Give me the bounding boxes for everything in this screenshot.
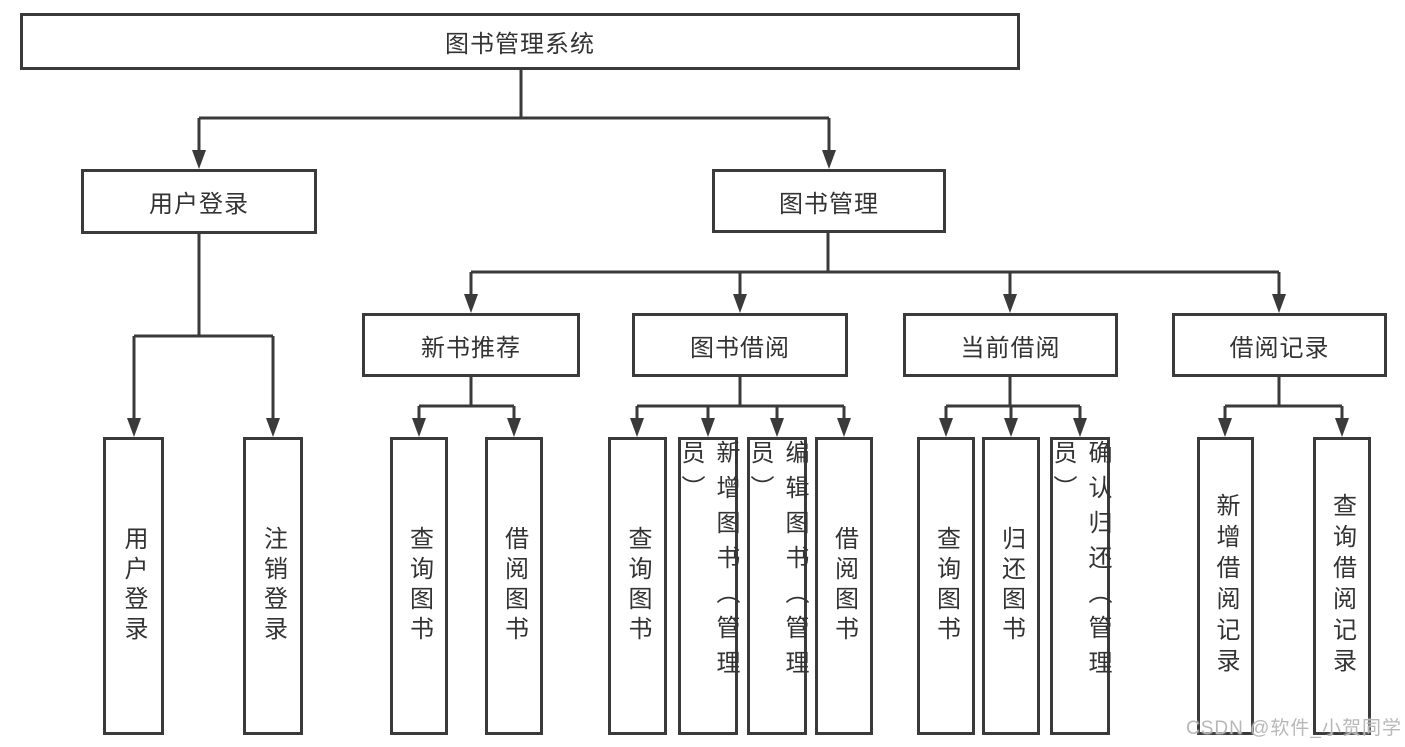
leaf-nb-query-books: 查询图书: [390, 437, 448, 735]
leaf-cb-confirm-return-admin-label: 确认归还（管理员）: [1049, 440, 1111, 685]
leaf-bb-borrow-books: 借阅图书: [815, 437, 873, 735]
csdn-watermark: CSDN @软件_小贺同学: [1186, 718, 1402, 739]
leaf-cb-return-books: 归还图书: [982, 437, 1040, 735]
leaf-bb-edit-books-admin: 编辑图书（管理员）: [746, 437, 808, 735]
connector-paths: [132, 69, 1344, 420]
node-current-borrow: 当前借阅: [903, 313, 1118, 377]
leaf-cb-query-books-label: 查询图书: [932, 526, 960, 646]
leaf-bb-borrow-books-label: 借阅图书: [830, 526, 858, 646]
node-book-management: 图书管理: [712, 169, 946, 233]
node-new-book-recommend-label: 新书推荐: [421, 334, 521, 362]
node-book-borrow: 图书借阅: [632, 313, 848, 377]
leaf-cb-query-books: 查询图书: [917, 437, 975, 735]
leaf-nb-query-books-label: 查询图书: [405, 526, 433, 646]
leaf-logout: 注销登录: [243, 437, 303, 735]
node-root-label: 图书管理系统: [445, 31, 595, 58]
leaf-bb-add-books-admin: 新增图书（管理员）: [677, 437, 739, 735]
node-user-login-label: 用户登录: [149, 191, 249, 218]
node-root: 图书管理系统: [20, 13, 1020, 70]
leaf-br-query-record: 查询借阅记录: [1313, 437, 1371, 735]
leaf-bb-query-books: 查询图书: [608, 437, 667, 735]
leaf-cb-confirm-return-admin: 确认归还（管理员）: [1049, 437, 1111, 735]
leaf-nb-borrow-books: 借阅图书: [485, 437, 543, 735]
leaf-br-add-record-label: 新增借阅记录: [1212, 493, 1239, 679]
leaf-nb-borrow-books-label: 借阅图书: [500, 526, 528, 646]
leaf-bb-edit-books-admin-label: 编辑图书（管理员）: [746, 440, 808, 685]
node-borrow-records-label: 借阅记录: [1229, 334, 1330, 362]
leaf-user-login-label: 用户登录: [120, 526, 147, 646]
leaf-cb-return-books-label: 归还图书: [997, 526, 1025, 646]
leaf-user-login: 用户登录: [103, 437, 164, 735]
node-user-login: 用户登录: [81, 169, 317, 234]
arrowheads: [127, 150, 1349, 437]
node-new-book-recommend: 新书推荐: [362, 313, 580, 377]
leaf-bb-add-books-admin-label: 新增图书（管理员）: [677, 440, 739, 685]
leaf-logout-label: 注销登录: [259, 526, 287, 646]
node-book-management-label: 图书管理: [779, 190, 879, 218]
node-book-borrow-label: 图书借阅: [690, 334, 790, 362]
node-borrow-records: 借阅记录: [1172, 313, 1387, 377]
leaf-br-add-record: 新增借阅记录: [1197, 437, 1254, 735]
leaf-bb-query-books-label: 查询图书: [624, 526, 651, 646]
leaf-br-query-record-label: 查询借阅记录: [1328, 493, 1356, 679]
node-current-borrow-label: 当前借阅: [960, 334, 1061, 362]
